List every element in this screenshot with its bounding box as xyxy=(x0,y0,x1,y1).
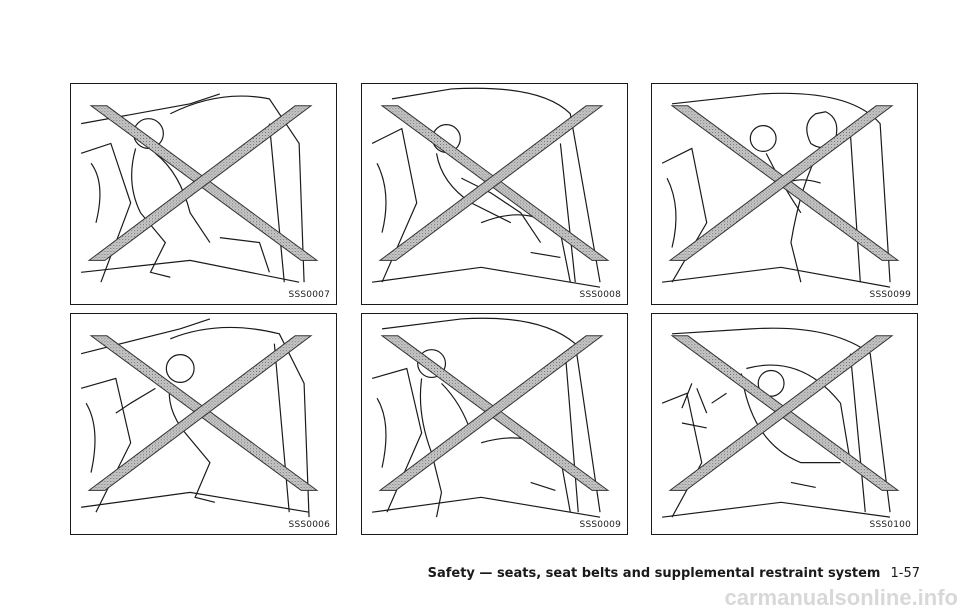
figure-sss0006: SSS0006 xyxy=(70,313,337,535)
figure-code: SSS0099 xyxy=(869,290,911,300)
figure-code: SSS0007 xyxy=(288,290,330,300)
figure-sss0007: SSS0007 xyxy=(70,83,337,305)
figure-sss0100: SSS0100 xyxy=(651,313,918,535)
figure-code: SSS0008 xyxy=(579,290,621,300)
illustration-adult-holding-child xyxy=(661,92,899,288)
illustration-child-standing-facing-seat xyxy=(371,317,609,518)
illustration-rear-facing-child-seat-airbag xyxy=(661,327,899,518)
illustration-child-standing-in-front-seat xyxy=(80,93,318,283)
illustration-child-kneeling-on-seat xyxy=(371,87,609,288)
figure-sss0099: SSS0099 xyxy=(651,83,918,305)
figure-sss0009: SSS0009 xyxy=(361,313,628,535)
figure-code: SSS0009 xyxy=(579,520,621,530)
figure-code: SSS0100 xyxy=(869,520,911,530)
page-footer: Safety — seats, seat belts and supplemen… xyxy=(428,566,920,581)
page-number: 1-57 xyxy=(890,566,920,581)
illustration-child-leaning-on-dashboard xyxy=(80,318,318,518)
watermark-text: carmanualsonline.info xyxy=(724,585,959,610)
section-title: Safety — seats, seat belts and supplemen… xyxy=(427,566,881,581)
figure-sss0008: SSS0008 xyxy=(361,83,628,305)
figure-code: SSS0006 xyxy=(288,520,330,530)
